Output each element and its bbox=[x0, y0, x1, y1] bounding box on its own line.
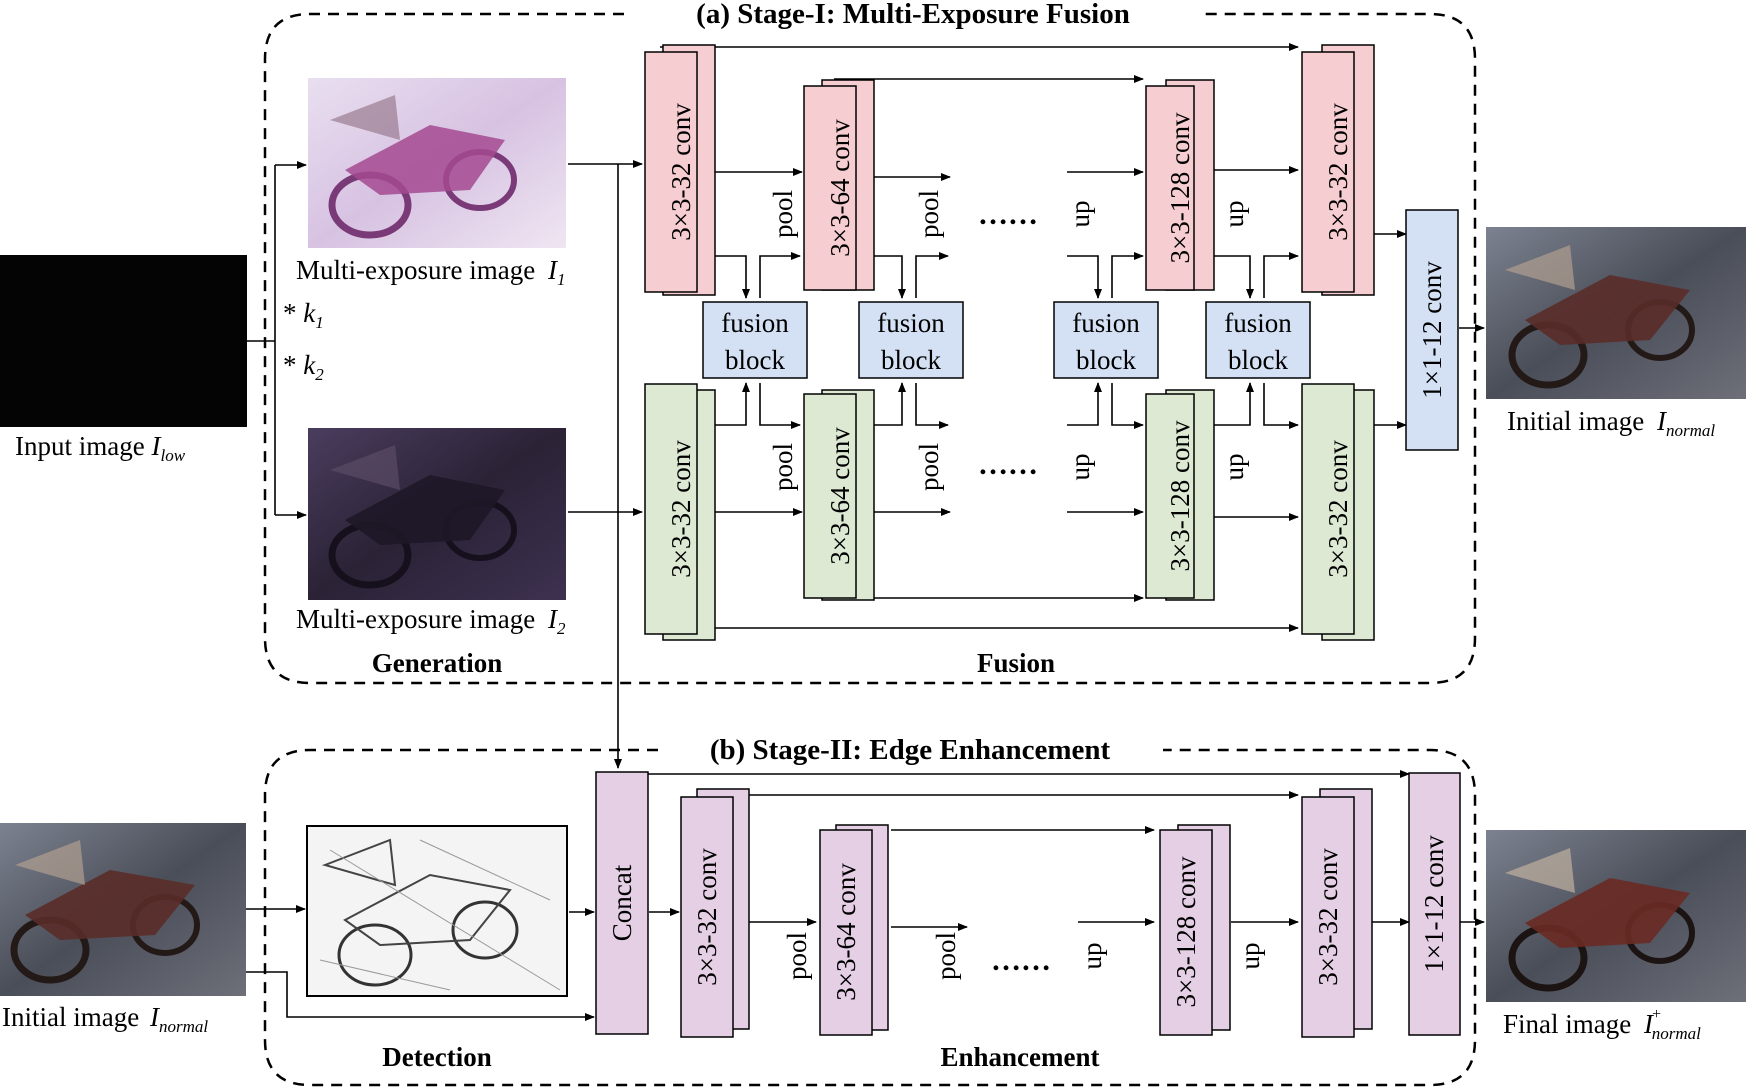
conv-block bbox=[803, 85, 857, 291]
fusion-label: Fusion bbox=[977, 648, 1055, 678]
generation-label: Generation bbox=[372, 648, 502, 678]
multi-exposure-image-2 bbox=[308, 428, 566, 600]
conv-label: 3×3-64 conv bbox=[825, 427, 855, 565]
final-image-label: Final image I+normal bbox=[1503, 1006, 1701, 1043]
initial-image-input-stage2 bbox=[0, 823, 246, 996]
conv-label: 3×3-128 conv bbox=[1165, 420, 1195, 571]
ellipsis: …… bbox=[991, 944, 1051, 977]
output-conv-label: 1×1-12 conv bbox=[1419, 835, 1449, 973]
stage1-conv-blocks bbox=[644, 44, 1459, 641]
fusion-label-line2: block bbox=[725, 345, 785, 375]
conv-label: 3×3-32 conv bbox=[1323, 440, 1353, 578]
conv-block bbox=[819, 829, 873, 1036]
conv-block bbox=[1301, 51, 1355, 293]
multi-exposure-2-label: Multi-exposure image I2 bbox=[296, 604, 566, 638]
final-image-output bbox=[1486, 830, 1746, 1002]
up-label: up bbox=[1219, 201, 1249, 228]
stage1-title: (a) Stage-I: Multi-Exposure Fusion bbox=[696, 0, 1130, 30]
fusion-label-line1: fusion bbox=[721, 308, 789, 338]
up-label: up bbox=[1065, 201, 1095, 228]
input-image-label: Input image Ilow bbox=[15, 431, 186, 465]
conv-label: 3×3-128 conv bbox=[1165, 112, 1195, 263]
fusion-block bbox=[1053, 301, 1159, 379]
up-label: up bbox=[1219, 454, 1249, 481]
up-label: up bbox=[1235, 943, 1265, 970]
ellipsis: …… bbox=[978, 448, 1038, 481]
edge-detection-image bbox=[306, 825, 568, 997]
concat-block bbox=[595, 771, 649, 1035]
conv-label: 3×3-32 conv bbox=[692, 848, 722, 986]
up-label: up bbox=[1065, 454, 1095, 481]
conv-block bbox=[803, 393, 857, 599]
conv-block bbox=[1159, 829, 1213, 1036]
enhancement-label: Enhancement bbox=[940, 1042, 1099, 1072]
stage1-ellipsis: …… …… bbox=[978, 198, 1038, 481]
stage1-block-labels: 3×3-32 conv 3×3-64 conv 3×3-128 conv 3×3… bbox=[666, 103, 1447, 578]
kernel-2-label: * k2 bbox=[283, 350, 324, 384]
stage2-title: (b) Stage-II: Edge Enhancement bbox=[710, 734, 1111, 766]
pool-label: pool bbox=[782, 932, 812, 980]
pool-label: pool bbox=[931, 932, 961, 980]
stage1-frame bbox=[263, 12, 1477, 685]
output-conv-label: 1×1-12 conv bbox=[1417, 261, 1447, 399]
pool-label: pool bbox=[914, 190, 944, 238]
multi-exposure-1-label: Multi-exposure image I1 bbox=[296, 255, 565, 289]
stage2-conv-blocks bbox=[595, 771, 1461, 1038]
conv-label: 3×3-64 conv bbox=[831, 863, 861, 1001]
input-low-light-image bbox=[0, 255, 247, 427]
detection-label: Detection bbox=[382, 1042, 491, 1072]
stage2-block-labels: Concat 3×3-32 conv 3×3-64 conv 3×3-128 c… bbox=[607, 835, 1449, 1008]
kernel-1-label: * k1 bbox=[283, 298, 324, 332]
conv-block bbox=[1145, 393, 1195, 599]
conv-label: 3×3-128 conv bbox=[1171, 856, 1201, 1007]
conv-label: 3×3-32 conv bbox=[666, 440, 696, 578]
initial-image-input-label: Initial image Inormal bbox=[2, 1002, 208, 1036]
conv-label: 3×3-64 conv bbox=[825, 119, 855, 257]
initial-image-output bbox=[1486, 227, 1746, 399]
pool-label: pool bbox=[768, 190, 798, 238]
conv-block bbox=[680, 796, 734, 1038]
pool-label: pool bbox=[768, 443, 798, 491]
fusion-block-labels: fusion block fusion block fusion block f… bbox=[721, 308, 1292, 375]
fusion-block bbox=[702, 301, 808, 379]
multi-exposure-image-1 bbox=[308, 78, 566, 248]
stage2-frame bbox=[263, 748, 1477, 1087]
conv-label: 3×3-32 conv bbox=[1323, 103, 1353, 241]
output-conv-block bbox=[1408, 772, 1461, 1036]
concat-label: Concat bbox=[607, 864, 637, 941]
fusion-block bbox=[858, 301, 964, 379]
fusion-label-line2: block bbox=[1228, 345, 1288, 375]
conv-block bbox=[1301, 383, 1355, 635]
fusion-label-line2: block bbox=[1076, 345, 1136, 375]
fusion-label-line1: fusion bbox=[1224, 308, 1292, 338]
conv-block bbox=[644, 383, 698, 635]
ellipsis: …… bbox=[978, 198, 1038, 231]
fusion-label-line2: block bbox=[881, 345, 941, 375]
conv-block bbox=[1145, 85, 1195, 291]
fusion-block bbox=[1205, 301, 1311, 379]
conv-block bbox=[644, 51, 698, 293]
output-conv-block bbox=[1405, 209, 1459, 451]
up-label: up bbox=[1077, 943, 1107, 970]
stage1-connections bbox=[247, 43, 1485, 769]
pool-label: pool bbox=[914, 443, 944, 491]
stage2-connections bbox=[246, 770, 1485, 1021]
initial-image-output-label: Initial image Inormal bbox=[1507, 406, 1715, 440]
conv-block bbox=[1301, 796, 1355, 1038]
conv-label: 3×3-32 conv bbox=[666, 103, 696, 241]
conv-label: 3×3-32 conv bbox=[1313, 848, 1343, 986]
fusion-label-line1: fusion bbox=[1072, 308, 1140, 338]
fusion-label-line1: fusion bbox=[877, 308, 945, 338]
